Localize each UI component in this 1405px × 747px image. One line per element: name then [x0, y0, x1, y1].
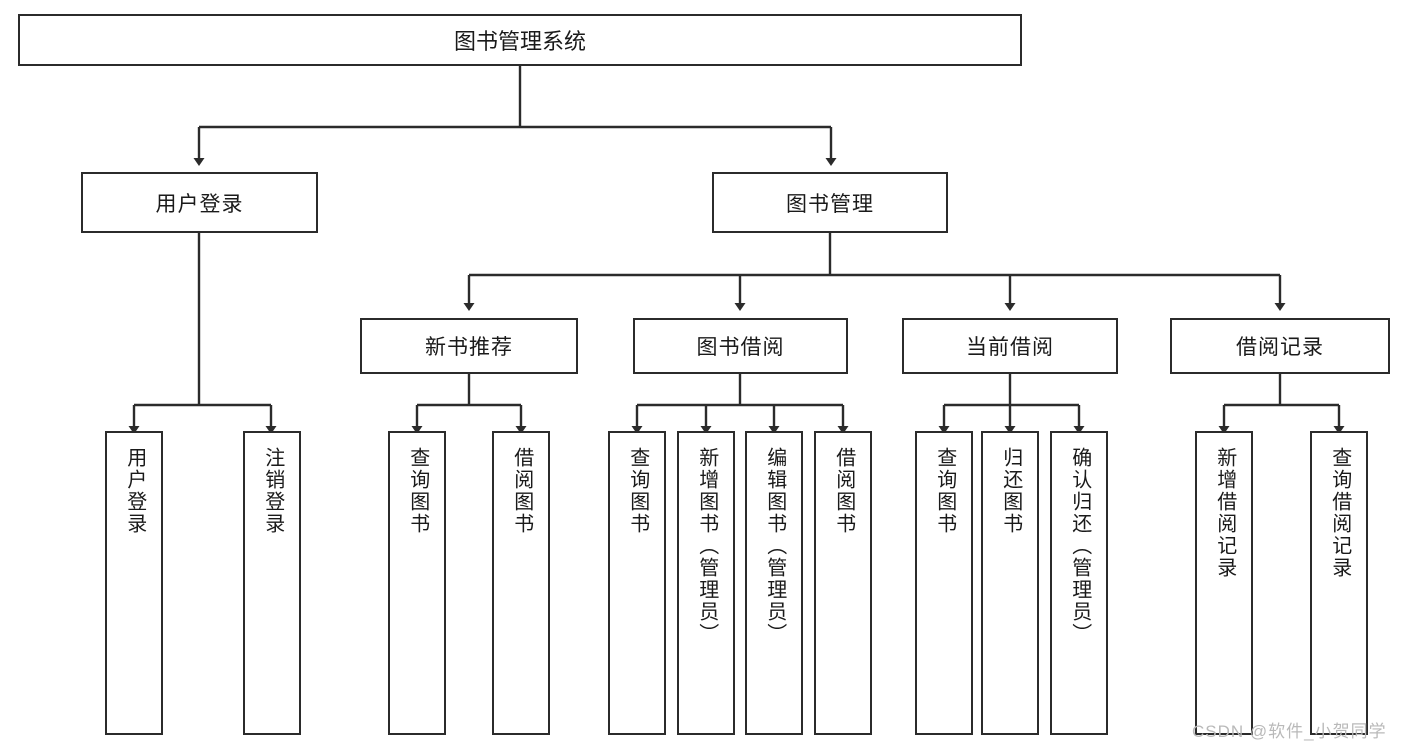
- node-label: 借阅图书: [510, 447, 533, 535]
- node-label: 查询借阅记录: [1328, 447, 1351, 579]
- node-label: 借阅图书: [832, 447, 855, 535]
- node-label: 借阅记录: [1236, 336, 1324, 359]
- node-label: 当前借阅: [966, 336, 1054, 359]
- leaf-logout-login[interactable]: 注销登录: [243, 431, 301, 735]
- node-label: 图书管理系统: [453, 29, 586, 54]
- node-new-book-recommend[interactable]: 新书推荐: [360, 318, 578, 374]
- leaf-add-book-admin[interactable]: 新增图书（管理员）: [677, 431, 735, 735]
- node-label: 图书借阅: [696, 336, 785, 359]
- leaf-query-book-recommend[interactable]: 查询图书: [388, 431, 446, 735]
- node-label: 用户登录: [123, 447, 146, 535]
- node-label: 查询图书: [626, 447, 649, 535]
- node-label: 归还图书: [999, 447, 1022, 535]
- node-label: 新增图书（管理员）: [695, 447, 718, 645]
- node-book-borrow[interactable]: 图书借阅: [633, 318, 848, 374]
- node-book-management[interactable]: 图书管理: [712, 172, 948, 233]
- node-label: 编辑图书（管理员）: [763, 447, 786, 645]
- node-label: 新书推荐: [425, 336, 513, 359]
- node-label: 图书管理: [786, 192, 874, 216]
- watermark-text: CSDN @软件_小贺同学: [1192, 722, 1387, 741]
- leaf-confirm-return-admin[interactable]: 确认归还（管理员）: [1050, 431, 1108, 735]
- node-label: 确认归还（管理员）: [1068, 447, 1091, 645]
- node-label: 用户登录: [155, 192, 244, 216]
- node-root-book-management-system[interactable]: 图书管理系统: [18, 14, 1022, 66]
- node-borrow-record[interactable]: 借阅记录: [1170, 318, 1390, 374]
- leaf-add-borrow-record[interactable]: 新增借阅记录: [1195, 431, 1253, 735]
- leaf-borrow-book-recommend[interactable]: 借阅图书: [492, 431, 550, 735]
- leaf-query-book-current[interactable]: 查询图书: [915, 431, 973, 735]
- leaf-borrow-book-borrow[interactable]: 借阅图书: [814, 431, 872, 735]
- node-user-login[interactable]: 用户登录: [81, 172, 318, 233]
- node-label: 新增借阅记录: [1213, 447, 1236, 579]
- leaf-query-borrow-record[interactable]: 查询借阅记录: [1310, 431, 1368, 735]
- node-label: 查询图书: [406, 447, 429, 535]
- node-current-borrow[interactable]: 当前借阅: [902, 318, 1118, 374]
- leaf-query-book-borrow[interactable]: 查询图书: [608, 431, 666, 735]
- leaf-return-book[interactable]: 归还图书: [981, 431, 1039, 735]
- leaf-user-login[interactable]: 用户登录: [105, 431, 163, 735]
- leaf-edit-book-admin[interactable]: 编辑图书（管理员）: [745, 431, 803, 735]
- node-label: 注销登录: [261, 447, 284, 535]
- node-label: 查询图书: [933, 447, 956, 535]
